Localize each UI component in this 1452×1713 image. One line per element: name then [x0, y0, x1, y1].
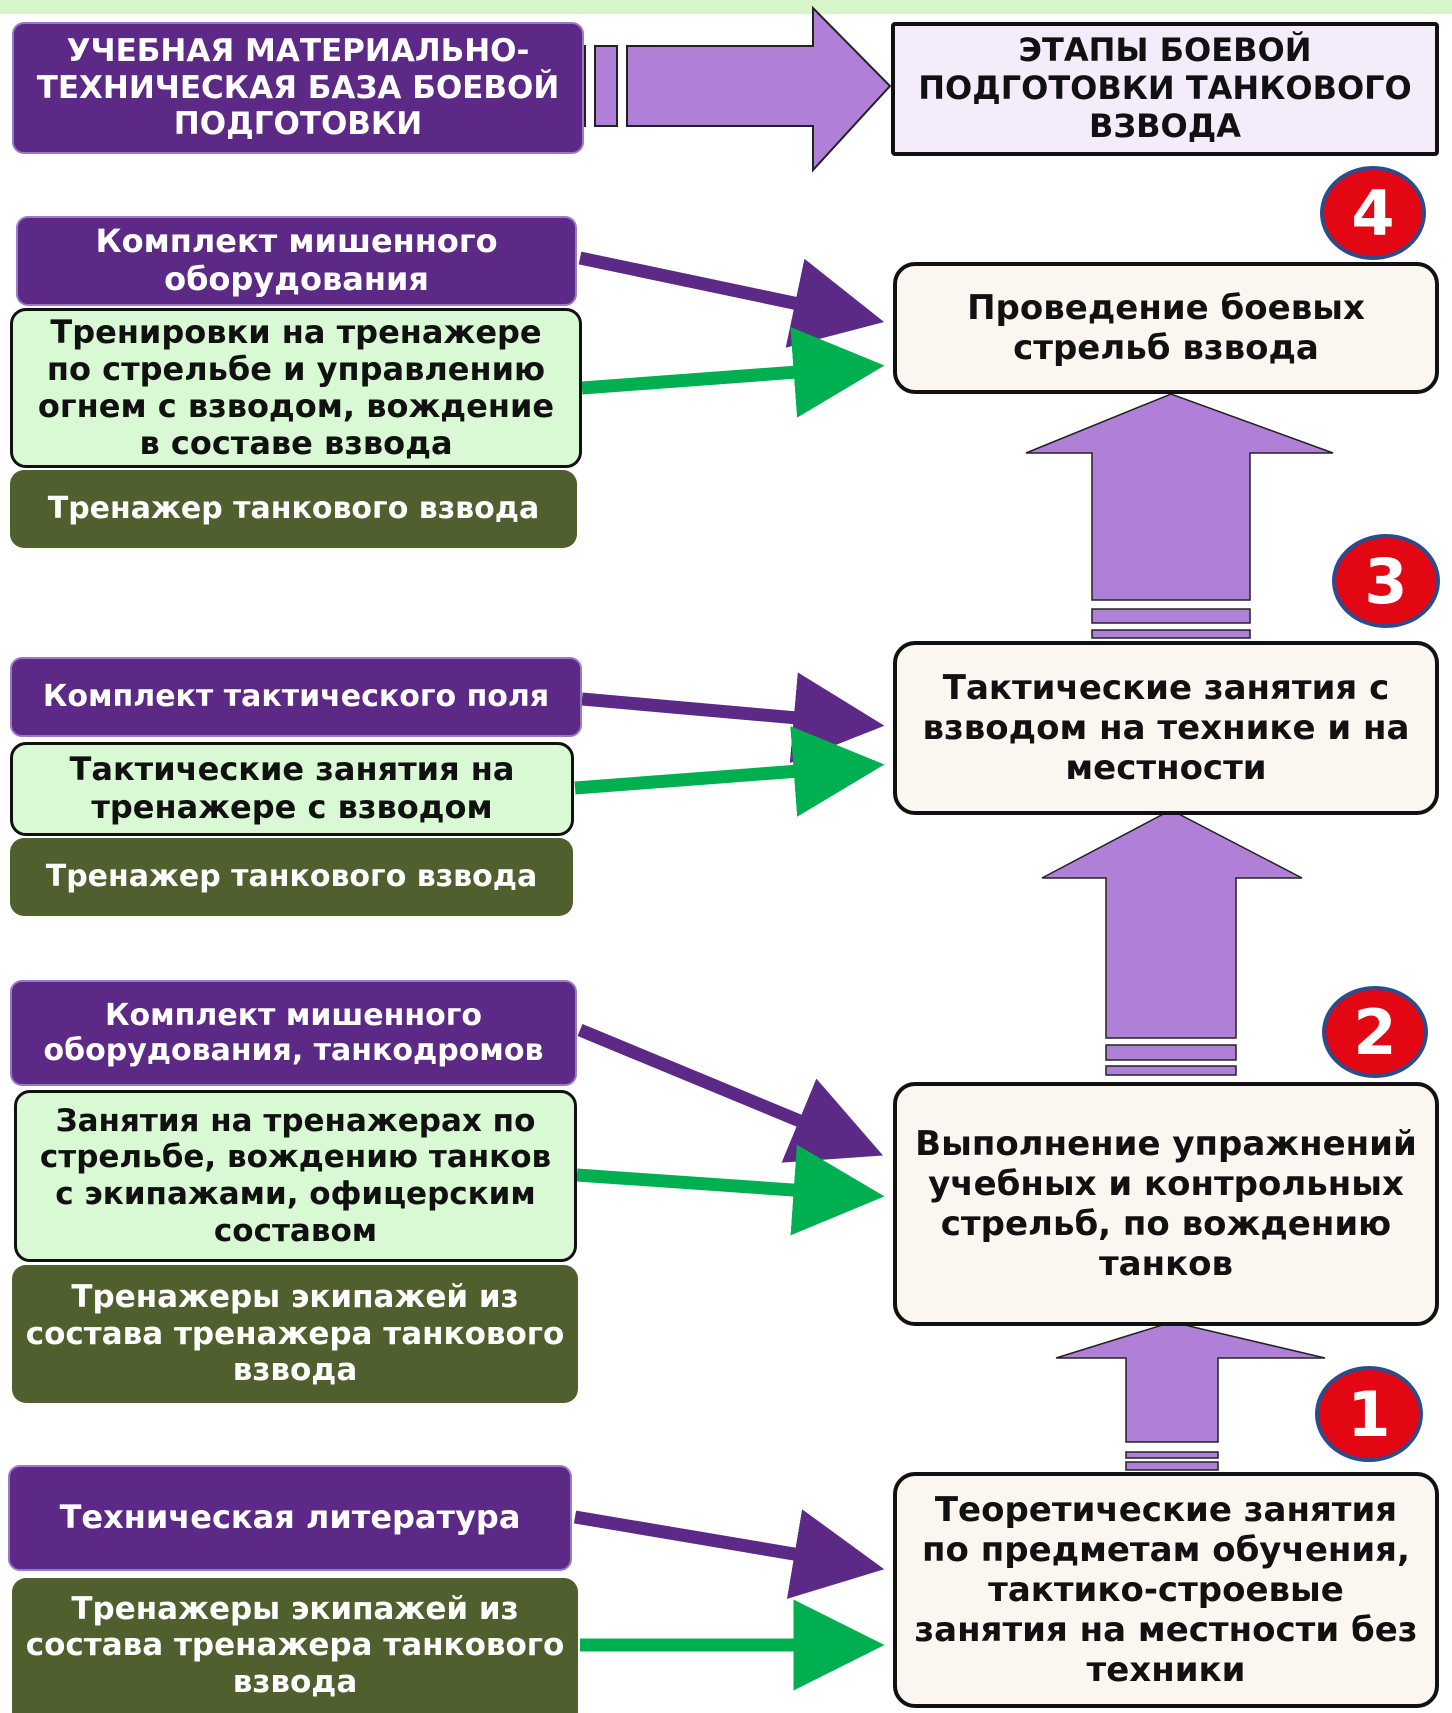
- stage1-equipment: Техническая литература: [8, 1465, 572, 1571]
- stage-4-badge: 4: [1320, 166, 1426, 260]
- stage4-training: Тренировки на тренажере по стрельбе и уп…: [10, 308, 582, 468]
- header-base-title: УЧЕБНАЯ МАТЕРИАЛЬНО-ТЕХНИЧЕСКАЯ БАЗА БОЕ…: [12, 22, 584, 154]
- block-arrow-3-to-4: [1025, 393, 1334, 639]
- stage2-training: Занятия на тренажерах по стрельбе, вожде…: [14, 1090, 577, 1262]
- connector-purple-stage4: [578, 251, 885, 348]
- block-arrow-2-to-3: [1041, 809, 1303, 1076]
- stage-3-badge: 3: [1332, 534, 1440, 628]
- connector-green-stage3: [574, 726, 885, 817]
- stage3-equipment: Комплект тактического поля: [10, 657, 582, 737]
- stage-2-badge: 2: [1322, 986, 1428, 1078]
- stage3-simulator: Тренажер танкового взвода: [10, 838, 573, 916]
- connector-purple-stage3: [581, 672, 885, 764]
- connector-green-stage2: [576, 1144, 885, 1236]
- stage2-equipment: Комплект мишенного оборудования, танкодр…: [10, 980, 577, 1086]
- block-arrow-1-to-2: [1055, 1321, 1326, 1471]
- connector-purple-stage2: [577, 1023, 884, 1163]
- connector-purple-stage1: [573, 1509, 885, 1599]
- stage4-simulator: Тренажер танкового взвода: [10, 470, 577, 548]
- stage4-equipment: Комплект мишенного оборудования: [16, 216, 577, 306]
- stage2-simulator: Тренажеры экипажей из состава тренажера …: [12, 1265, 578, 1403]
- stage3-training: Тактические занятия на тренажере с взвод…: [10, 742, 574, 836]
- top-band: [0, 0, 1452, 14]
- stage-1-badge: 1: [1315, 1366, 1423, 1462]
- header-stages-title: ЭТАПЫ БОЕВОЙ ПОДГОТОВКИ ТАНКОВОГО ВЗВОДА: [891, 22, 1439, 156]
- stage1-simulator: Тренажеры экипажей из состава тренажера …: [12, 1578, 578, 1713]
- stage-1-box: Теоретические занятия по предметам обуче…: [893, 1472, 1439, 1708]
- stage-4-box: Проведение боевых стрельб взвода: [893, 262, 1439, 394]
- header-arrow: [576, 5, 892, 173]
- stage-2-box: Выполнение упражнений учебных и контроль…: [893, 1082, 1439, 1326]
- stage-3-box: Тактические занятия с взводом на технике…: [893, 641, 1439, 815]
- connector-green-stage4: [581, 326, 885, 418]
